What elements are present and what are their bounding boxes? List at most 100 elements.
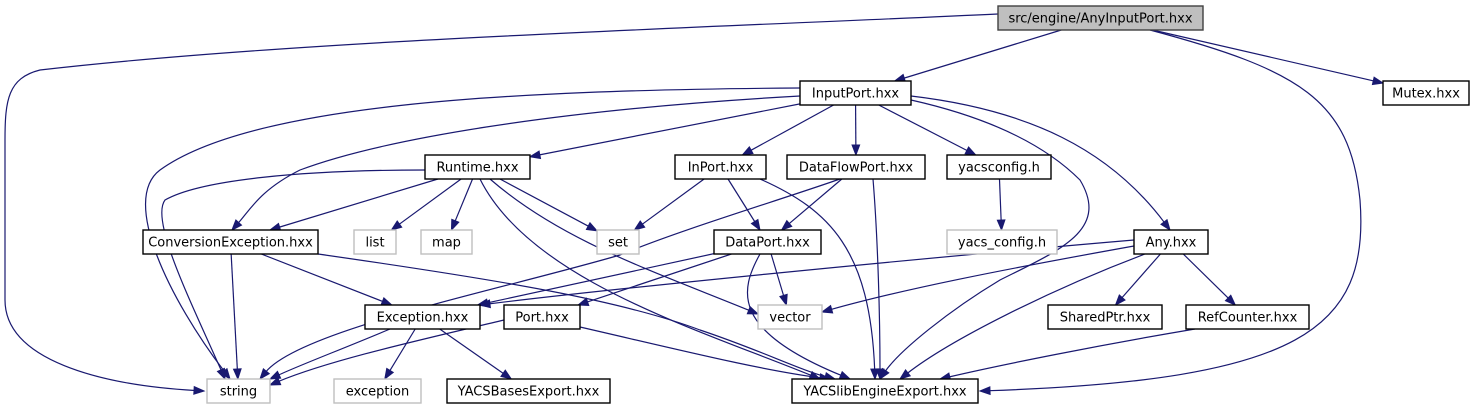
node-runtime[interactable]: Runtime.hxx (424, 154, 531, 180)
edge-line (144, 87, 801, 373)
edge-line (1152, 29, 1375, 82)
edge-DataFlowPort-to-DataPort (780, 178, 843, 231)
node-yacsbasesexport[interactable]: YACSBasesExport.hxx (446, 378, 611, 404)
edge-AnyInputPort-to-Mutex (1152, 29, 1385, 86)
edge-InPort-to-YACSlibEngineExport (759, 178, 880, 381)
node-label: Any.hxx (1146, 236, 1197, 251)
edge-line (439, 328, 505, 375)
edge-line (161, 169, 426, 372)
node-exception[interactable]: Exception.hxx (364, 304, 481, 330)
node-label: yacs_config.h (958, 236, 1046, 251)
edge-line (1121, 253, 1161, 299)
node-string: string (206, 378, 271, 404)
node-box (946, 229, 1058, 255)
edge-line (277, 328, 391, 376)
edge-line (265, 178, 841, 373)
node-box (364, 304, 481, 330)
edge-yacsconfig-to-yacs_config (996, 178, 1006, 232)
node-map: map (420, 229, 473, 255)
edge-line (479, 178, 812, 377)
node-inport[interactable]: InPort.hxx (674, 154, 767, 180)
edge-line (998, 178, 1002, 222)
node-box (142, 229, 319, 255)
node-conversionexception[interactable]: ConversionException.hxx (142, 229, 319, 255)
edge-line (579, 326, 822, 379)
arrowhead-icon (528, 150, 542, 160)
arrowhead-icon (964, 146, 977, 156)
node-vector: vector (757, 304, 823, 330)
edge-line (398, 178, 462, 226)
node-label: RefCounter.hxx (1198, 311, 1298, 326)
edge-Port-to-YACSlibEngineExport (579, 326, 832, 383)
node-inputport[interactable]: InputPort.hxx (799, 80, 912, 106)
arrowhead-icon (741, 145, 754, 156)
node-label: Runtime.hxx (436, 161, 518, 176)
node-sharedptr[interactable]: SharedPtr.hxx (1047, 304, 1163, 330)
edge-Exception-to-YACSBasesExport (439, 328, 513, 380)
edge-line (499, 178, 590, 228)
node-box (674, 154, 767, 180)
arrowhead-icon (633, 220, 646, 231)
arrowhead-icon (820, 304, 834, 314)
edge-line (759, 178, 876, 371)
arrowhead-icon (1371, 76, 1385, 86)
edge-line (749, 104, 834, 152)
edge-Any-to-RefCounter (1182, 253, 1237, 306)
node-label: map (432, 236, 461, 251)
arrowhead-icon (978, 386, 991, 396)
edge-ConversionException-to-string (230, 253, 242, 381)
arrowhead-icon (384, 367, 395, 381)
arrowhead-icon (380, 296, 394, 306)
arrowhead-icon (779, 293, 788, 307)
node-yacslibengineexport[interactable]: YACSlibEngineExport.hxx (791, 378, 979, 404)
edge-InPort-to-set (633, 178, 705, 231)
edge-line (230, 253, 238, 371)
edge-line (388, 328, 416, 372)
node-label: yacsconfig.h (958, 161, 1040, 176)
edge-line (884, 99, 1090, 372)
arrowhead-icon (231, 219, 243, 232)
node-dataflowport[interactable]: DataFlowPort.hxx (786, 154, 926, 180)
arrowhead-icon (193, 385, 206, 395)
edge-line (586, 253, 732, 303)
node-refcounter[interactable]: RefCounter.hxx (1185, 304, 1310, 330)
edge-line (4, 13, 999, 392)
edge-InPort-to-DataPort (727, 178, 761, 232)
node-box (353, 229, 397, 255)
edge-line (830, 245, 1135, 311)
arrowhead-icon (268, 376, 282, 386)
node-yacs-config: yacs_config.h (946, 229, 1058, 255)
edge-line (903, 29, 1062, 79)
node-box (333, 378, 422, 404)
node-set: set (596, 229, 640, 255)
node-yacsconfig[interactable]: yacsconfig.h (946, 154, 1052, 180)
arrowhead-icon (1114, 294, 1126, 307)
edge-DataPort-to-Port (576, 253, 732, 306)
node-box (424, 154, 531, 180)
node-anyinputport[interactable]: src/engine/AnyInputPort.hxx (997, 5, 1204, 31)
node-mutex[interactable]: Mutex.hxx (1382, 80, 1470, 106)
node-label: list (365, 236, 384, 251)
arrowhead-icon (390, 220, 403, 231)
edge-InputPort-to-yacsconfig (878, 104, 977, 156)
node-label: DataPort.hxx (725, 236, 810, 251)
edge-InputPort-to-ConversionException (231, 95, 801, 232)
edge-RefCounter-to-YACSlibEngineExport (938, 328, 1196, 382)
node-box (446, 378, 611, 404)
node-port[interactable]: Port.hxx (503, 304, 581, 330)
arrowhead-icon (838, 370, 852, 380)
edge-Runtime-to-set (499, 178, 599, 232)
edge-line (872, 178, 881, 371)
node-dataport[interactable]: DataPort.hxx (713, 229, 822, 255)
nodes-layer: src/engine/AnyInputPort.hxxInputPort.hxx… (142, 5, 1470, 404)
arrowhead-icon (870, 368, 880, 381)
edge-line (910, 95, 1166, 224)
edge-line (486, 253, 715, 304)
edge-Runtime-to-string (161, 169, 426, 381)
node-box (946, 154, 1052, 180)
node-box (713, 229, 822, 255)
node-box (791, 378, 979, 404)
node-box (757, 304, 823, 330)
node-box (799, 80, 912, 106)
node-any[interactable]: Any.hxx (1133, 229, 1209, 255)
